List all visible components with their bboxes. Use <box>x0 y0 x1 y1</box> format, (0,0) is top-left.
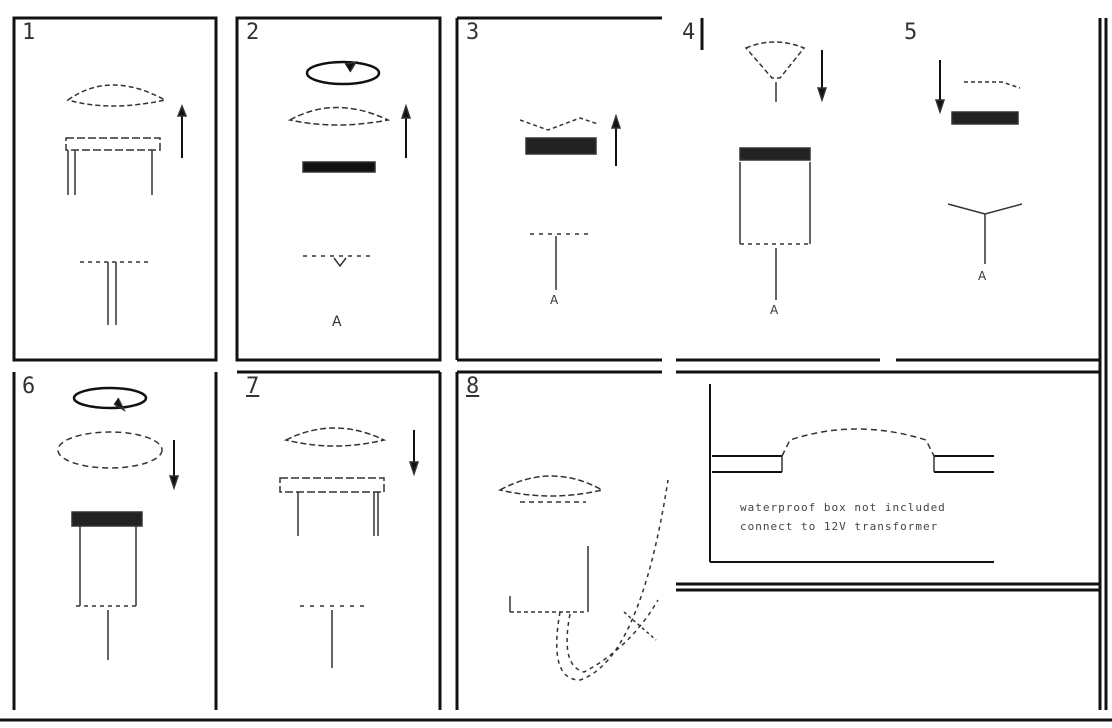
note-line-2: connect to 12V transformer <box>740 520 939 533</box>
step-3-number: 3 <box>466 20 480 45</box>
panel-9-drawing <box>709 384 994 563</box>
step-4-number: 4 <box>682 20 696 45</box>
svg-text:A: A <box>332 314 342 330</box>
svg-text:A: A <box>770 303 779 317</box>
step-7-number: 7 <box>246 374 260 399</box>
panel-2-drawing: A <box>287 60 412 330</box>
installation-note: waterproof box not included connect to 1… <box>740 498 990 536</box>
panel-1-frame <box>12 16 218 362</box>
note-line-1: waterproof box not included <box>740 501 946 514</box>
step-8-number: 8 <box>466 374 480 399</box>
panel-7-drawing <box>279 427 420 668</box>
step-1-number: 1 <box>22 20 36 45</box>
step-5-number: 5 <box>904 20 918 45</box>
panel-2-frame <box>235 16 442 362</box>
svg-text:A: A <box>550 293 559 307</box>
panel-1-drawing <box>65 84 188 325</box>
panel-4-drawing: A <box>739 41 828 317</box>
panel-3-drawing: A <box>519 113 622 307</box>
panel-8-drawing <box>497 475 669 681</box>
step-6-number: 6 <box>22 374 36 399</box>
panel-frames <box>0 16 1112 722</box>
step-2-number: 2 <box>246 20 260 45</box>
svg-text:A: A <box>978 269 987 283</box>
panel-5-drawing: A <box>934 60 1023 283</box>
panel-6-drawing <box>57 386 180 660</box>
